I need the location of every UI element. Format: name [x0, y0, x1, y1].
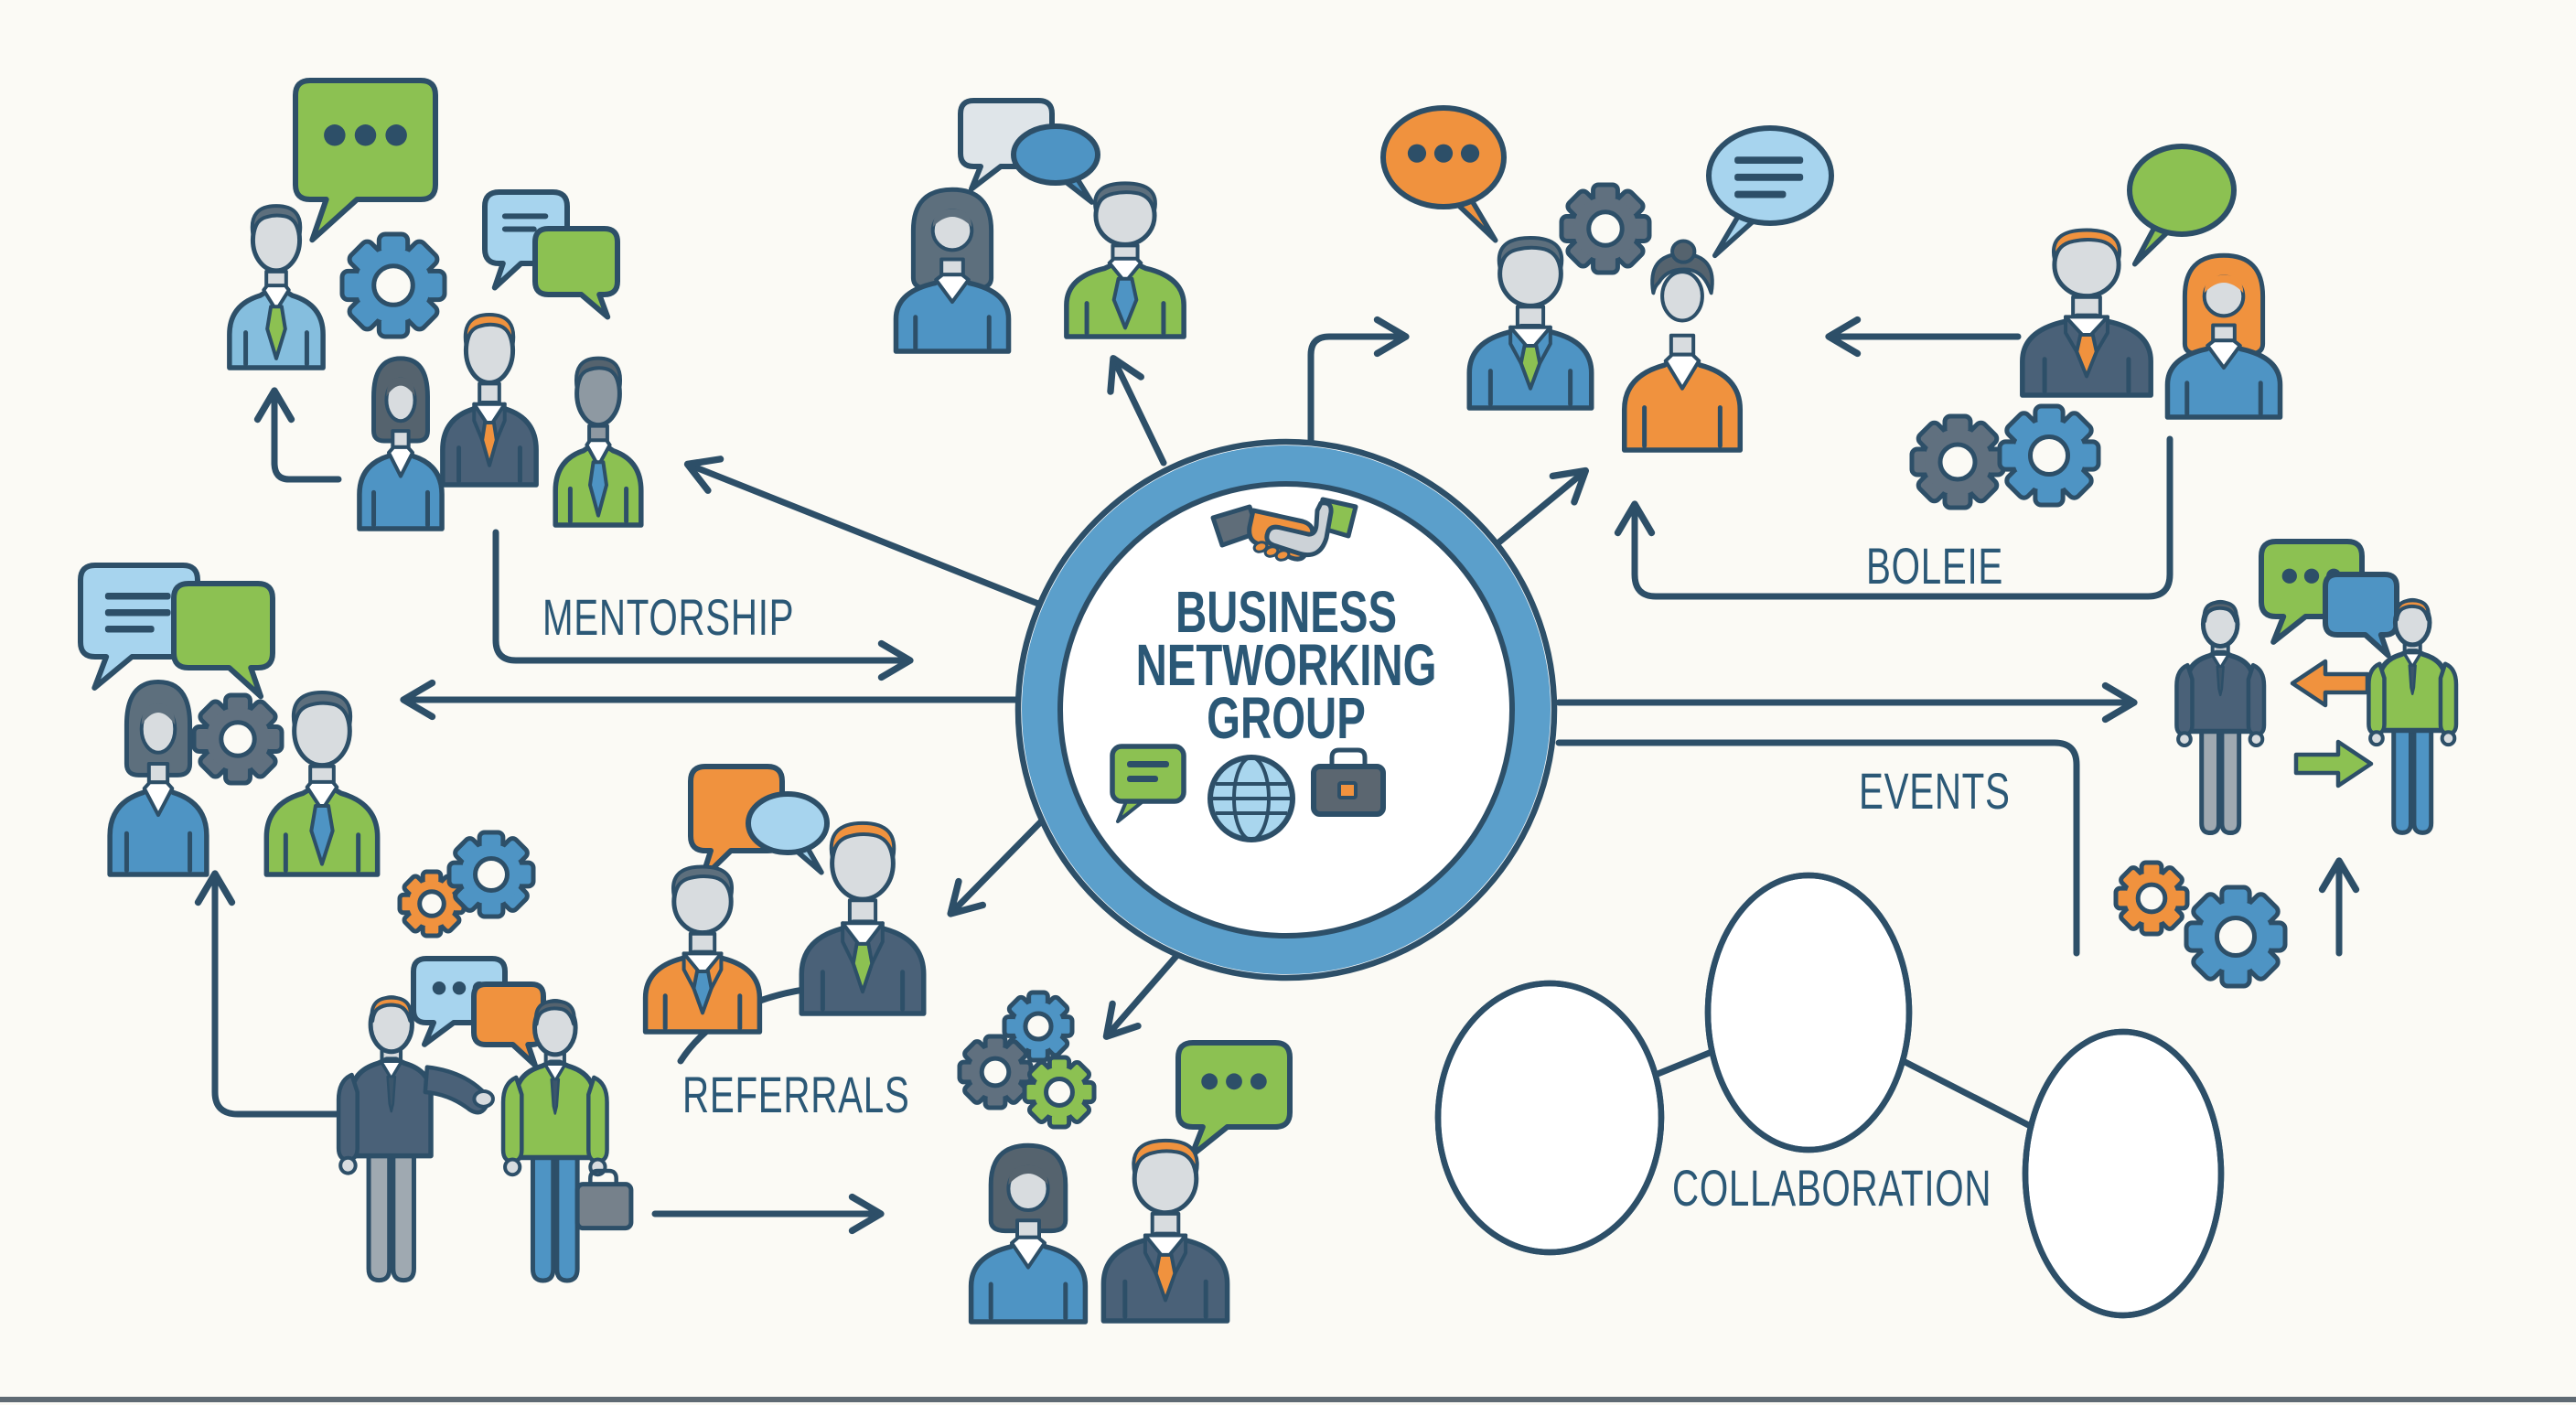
exchange-arrow-left-icon	[2290, 659, 2370, 708]
connector-top-left-diag-arrow	[683, 456, 1042, 607]
person-collab-suit-man	[1704, 872, 1913, 1153]
speech-bubble-topleft-blue-lines	[482, 189, 570, 291]
icon-layer	[78, 78, 2456, 1346]
gear-icon-topright-gear-dark	[1909, 413, 2006, 510]
gear-icon-mid-gear-green	[1022, 1055, 1097, 1130]
speech-bubble-right-blue	[2323, 572, 2399, 659]
speech-bubble-leftmid-green	[171, 581, 275, 700]
person-chat-man-green	[1067, 183, 1184, 337]
speech-bubble-farright-green-oval	[2127, 144, 2237, 267]
person-bottom-woman	[971, 1145, 1086, 1322]
connector-top-left-up-arrow	[253, 387, 342, 483]
person-left-green-man	[266, 692, 377, 874]
person-orange-top-woman	[1625, 241, 1741, 450]
speech-bubble-bottomleft-orange	[471, 981, 546, 1068]
person-far-right-suit-man	[2023, 230, 2151, 395]
person-mentor-suit-man	[443, 315, 536, 485]
connector-boleie-loop-arrow	[1614, 435, 2174, 600]
person-standing-briefcase-man	[503, 1002, 631, 1281]
person-green-shirt-man	[555, 359, 641, 525]
speech-bubble-leftmid-blue-lines	[78, 563, 200, 691]
person-chat-woman	[896, 189, 1008, 351]
exchange-arrow-right-icon	[2293, 739, 2374, 788]
person-referral-orange-jacket-man	[646, 866, 760, 1032]
person-bottom-suit-man	[1103, 1141, 1227, 1321]
speech-bubble-topright-orange-dots	[1380, 105, 1507, 243]
gear-icon-topleft-gear-blue	[339, 231, 447, 339]
connector-diag-up-right-arrow	[1487, 467, 1590, 552]
connector-top-right-bend-arrow	[1307, 316, 1410, 446]
connector-top-middle-arrow	[1107, 355, 1167, 467]
speech-bubble-topright-blue-lines	[1706, 125, 1834, 259]
person-blue-suit-man	[1469, 238, 1591, 408]
gear-icon-collab-gear-blue	[2184, 885, 2288, 989]
handshake-icon	[1210, 497, 1358, 562]
gear-icon-topright-gear-blue	[1997, 403, 2101, 508]
connector-collab-in-arrow	[1102, 944, 1187, 1040]
person-referral-suit-man	[801, 823, 923, 1014]
speech-bubble-topmid-blue-oval	[1011, 123, 1100, 205]
globe-icon	[1208, 755, 1295, 842]
person-left-woman	[110, 681, 207, 874]
speech-bubble-topmid-gray	[958, 98, 1055, 192]
person-mentor-man-blue-shirt	[230, 206, 323, 368]
person-mentee-woman	[360, 359, 442, 529]
gear-icon-collab-gear-orange	[2113, 860, 2190, 937]
label-boleie: BOLEIE	[1866, 537, 2003, 595]
person-far-right-woman	[2167, 255, 2280, 417]
gear-icon-leftmid-gear-gray	[191, 692, 284, 786]
speech-bubble-topleft-green-2	[532, 226, 620, 320]
speech-bubble-referral-orange	[688, 764, 785, 883]
connector-referrals-in-arrow	[947, 805, 1057, 917]
person-collab-woman	[2022, 1028, 2225, 1319]
gear-icon-mid-gear-blue	[1002, 990, 1075, 1063]
person-right-standing-green-man	[2368, 600, 2456, 832]
connector-bottom-left-up-arrow	[194, 870, 344, 1118]
person-right-standing-suit-man	[2176, 602, 2264, 832]
gear-icon-left-gear-blue	[446, 830, 536, 919]
person-collab-green-man	[1434, 980, 1665, 1256]
central-circle	[1014, 438, 1558, 981]
label-events: EVENTS	[1859, 762, 2011, 820]
person-standing-presenter-man	[338, 998, 493, 1281]
gear-icon-topcenter-gear-gray	[1559, 182, 1652, 275]
label-mentorship: MENTORSHIP	[542, 588, 795, 646]
label-referrals: REFERRALS	[682, 1066, 910, 1123]
speech-bubble-topleft-green-dots	[293, 78, 438, 243]
speech-bubble-icon	[1110, 744, 1186, 823]
speech-bubble-bottommid-green-dots	[1175, 1040, 1293, 1159]
gear-icon-mid-gear-dark	[957, 1034, 1034, 1110]
briefcase-icon	[1311, 747, 1386, 817]
connector-events-line	[1555, 739, 2080, 957]
label-collaboration: COLLABORATION	[1672, 1159, 1992, 1217]
bottom-edge-line	[0, 1397, 2576, 1402]
connector-mentorship-arrow	[492, 529, 914, 681]
speech-bubble-referral-blue-oval	[746, 791, 830, 875]
